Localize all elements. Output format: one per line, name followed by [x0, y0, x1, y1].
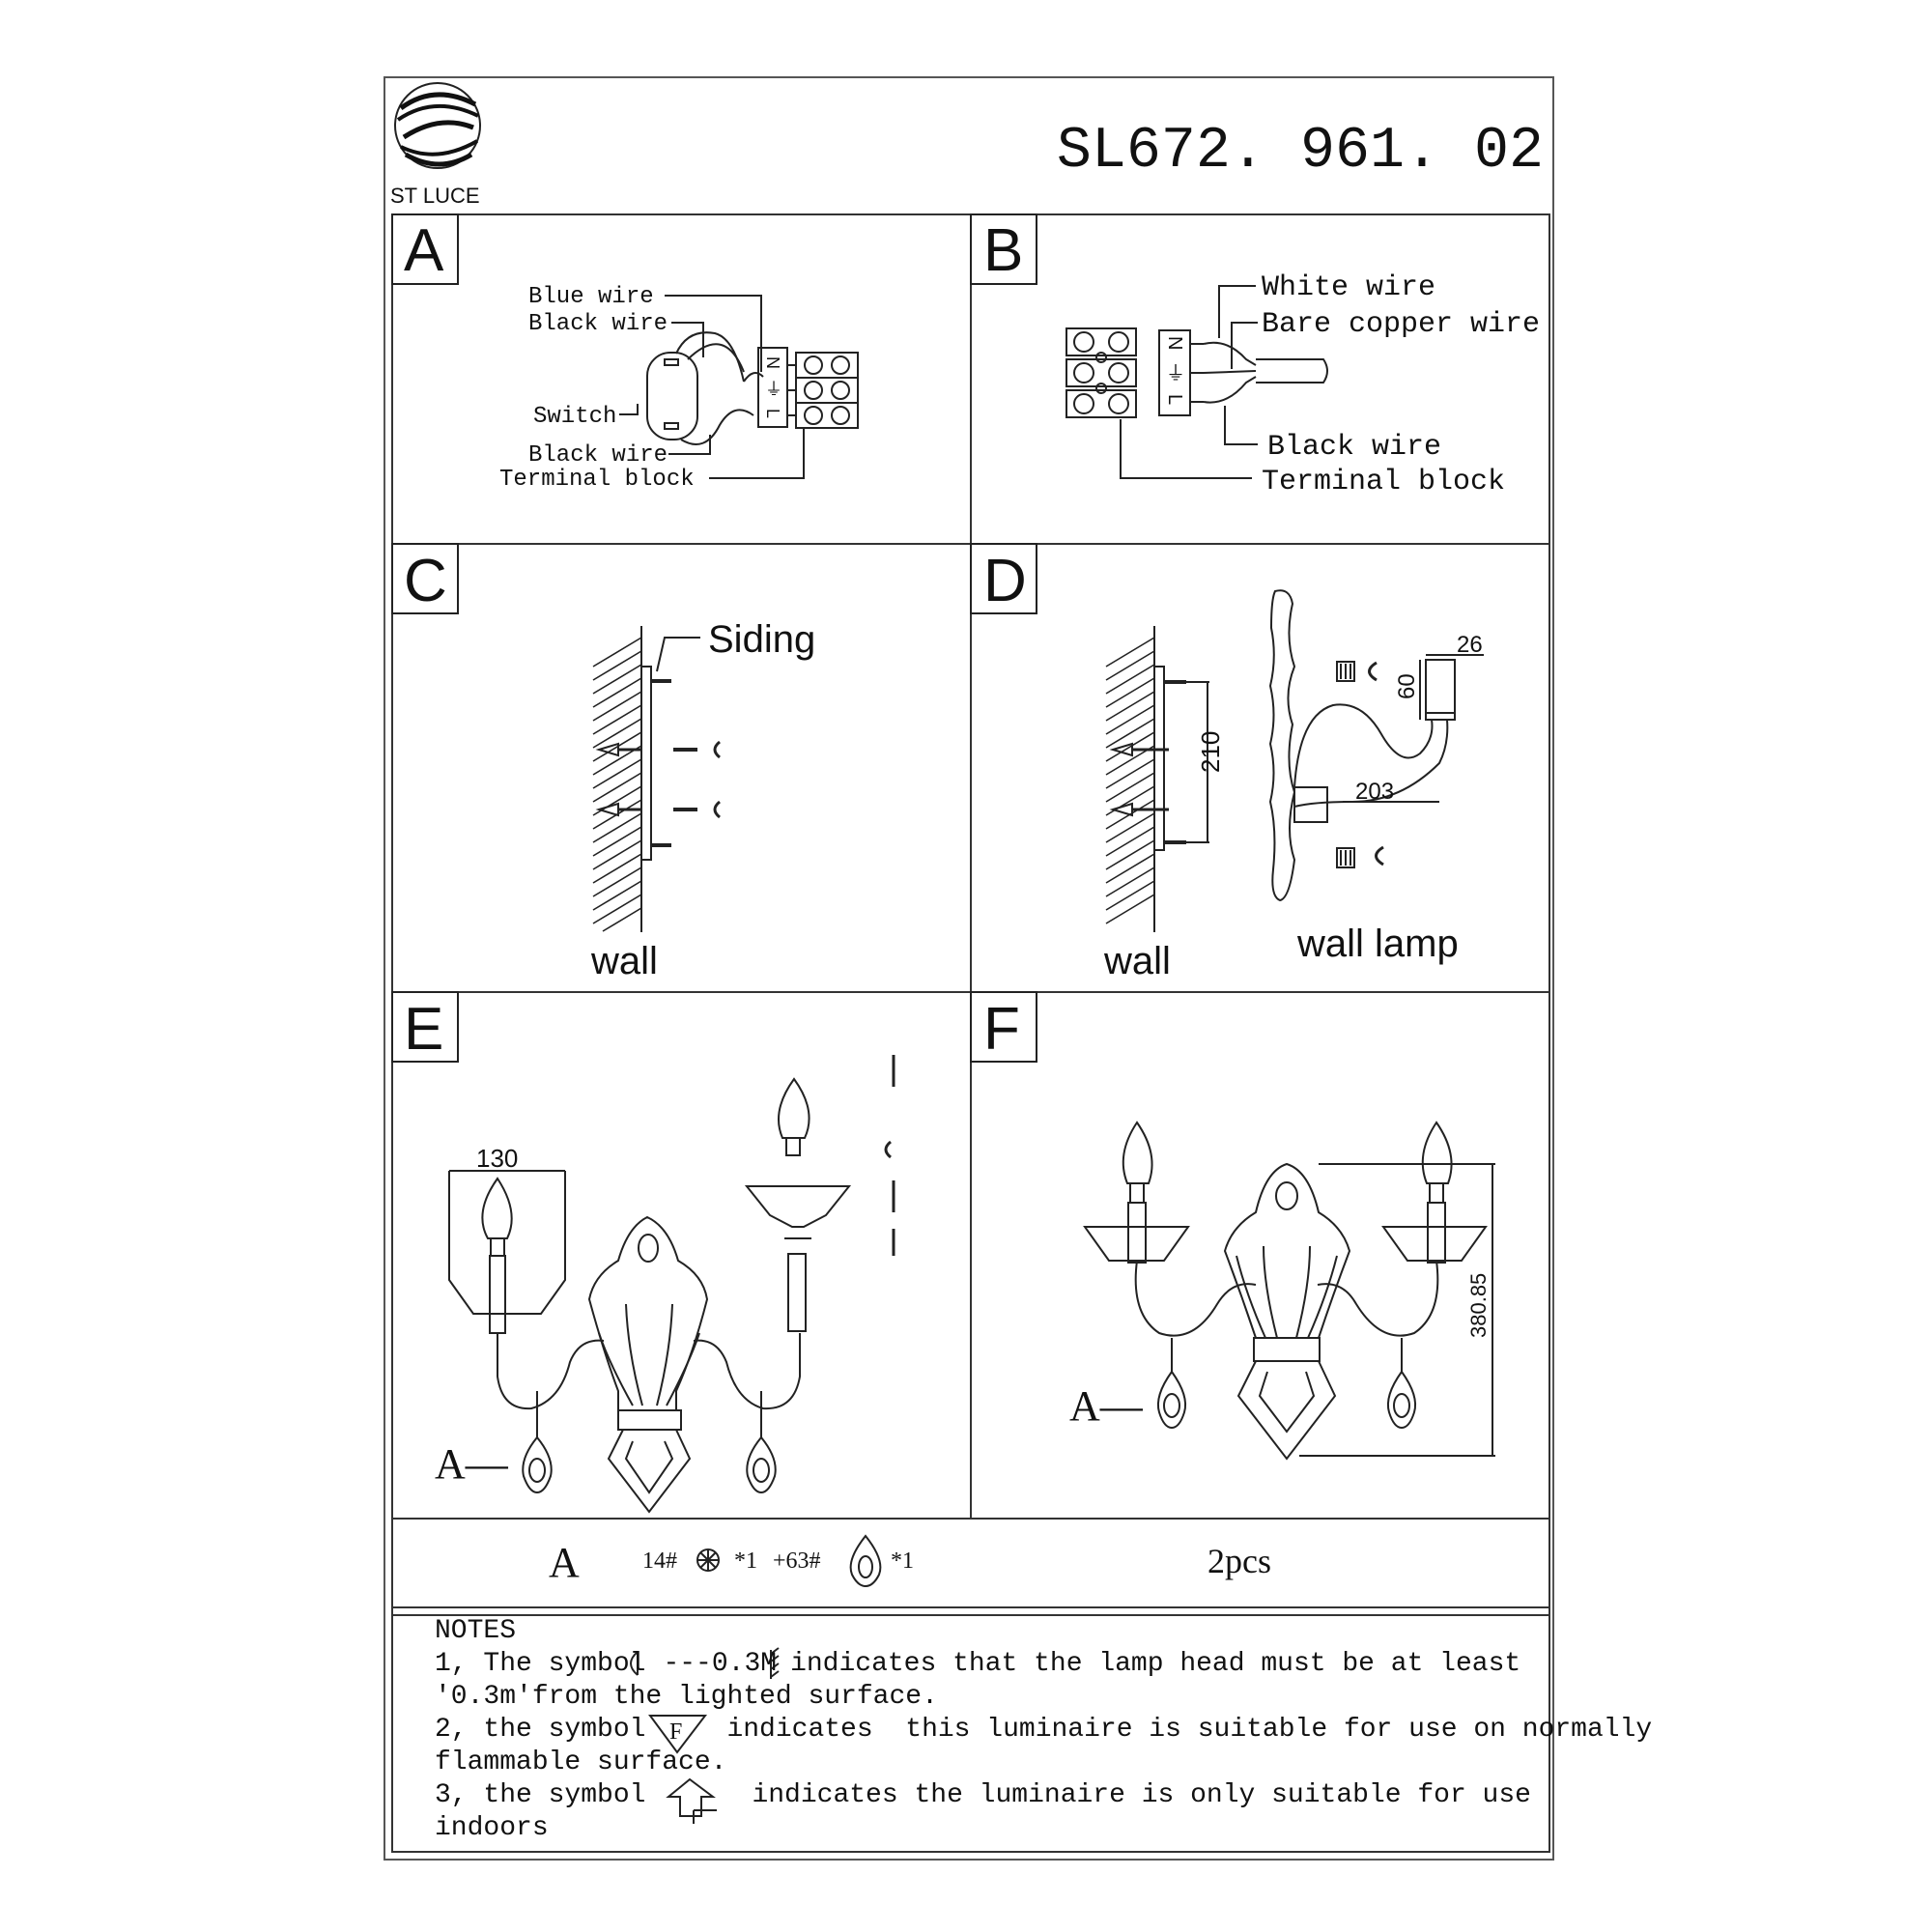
panel-letter-C: C — [391, 543, 459, 614]
panel-d-wall-diagram — [1105, 589, 1484, 932]
label-wall-c: wall — [590, 940, 658, 982]
notes-line-2: 2, the symbol indicates this luminaire is… — [435, 1714, 1652, 1747]
panel-a-terminal-marks: N ⏚ L — [763, 356, 782, 418]
parts-mult1: *1 — [734, 1548, 757, 1574]
panel-letter-B: B — [970, 213, 1037, 285]
dim-height-380-85: 380.85 — [1466, 1273, 1491, 1338]
note2-part-b: indicates this luminaire is suitable for… — [726, 1715, 1653, 1745]
panel-letter-C-text: C — [404, 548, 447, 614]
label-blue-wire: Blue wire — [528, 284, 654, 310]
panel-c-wall-diagram — [592, 626, 721, 932]
notes-line-1-cont: '0.3m'from the lighted surface. — [435, 1682, 938, 1712]
label-white-wire: White wire — [1262, 271, 1435, 304]
parts-label: A — [549, 1539, 580, 1586]
label-wall-d: wall — [1103, 940, 1171, 982]
note1-distance: ---0.3M — [663, 1649, 778, 1679]
crystal-label-e: A— — [435, 1440, 509, 1488]
notes-line-3: 3, the symbol indicates the luminaire is … — [435, 1779, 1546, 1812]
panel-b-terminal-marks: N ⏚ L — [1164, 336, 1185, 405]
panel-letter-E: E — [391, 991, 459, 1063]
brand-name: ST LUCE — [390, 184, 480, 208]
dim-arm-203: 203 — [1355, 779, 1394, 805]
indoor-use-icon — [666, 1777, 717, 1824]
label-bare-copper-wire: Bare copper wire — [1262, 308, 1540, 341]
notes-section: NOTES 1, The symbol ---0.3M indicates that… — [435, 1615, 1652, 1845]
label-terminal-block-b: Terminal block — [1262, 466, 1505, 498]
terminal-mark-earth: ⏚ — [765, 380, 782, 399]
note3-part-b: indicates the luminaire is only suitable… — [752, 1780, 1531, 1810]
panel-letter-F-text: F — [983, 996, 1020, 1063]
dim-width-130: 130 — [476, 1144, 518, 1173]
panel-letter-B-text: B — [983, 217, 1023, 284]
outer-frame — [384, 76, 1554, 1861]
st-luce-logo: ST LUCE — [390, 82, 481, 208]
switch-body — [646, 352, 698, 440]
notes-line-1: 1, The symbol ---0.3M indicates that the l… — [435, 1648, 1546, 1681]
panel-b-wiring-diagram — [1065, 285, 1328, 479]
terminal-b-mark-l: L — [1164, 394, 1185, 405]
panel-e-lamp-drawing — [448, 1055, 895, 1514]
label-terminal-block: Terminal block — [499, 467, 695, 493]
panel-b-labels: White wire Bare copper wire Black wire T… — [1262, 271, 1540, 498]
note2-part-a: 2, the symbol — [435, 1715, 646, 1745]
dim-spacing-210: 210 — [1196, 731, 1225, 773]
flammable-symbol-letter: F — [669, 1719, 682, 1745]
notes-line-2-cont: flammable surface. — [435, 1747, 727, 1777]
model-number: SL672. 961. 02 — [1057, 119, 1544, 185]
panel-f-labels: 380.85 A— — [1069, 1273, 1491, 1430]
label-switch: Switch — [533, 404, 616, 430]
terminal-mark-n: N — [763, 356, 782, 369]
label-black-wire-top: Black wire — [528, 311, 668, 337]
panel-c-labels: Siding wall — [590, 618, 815, 982]
panel-d-labels: 210 26 60 203 wall wall lamp — [1103, 632, 1483, 982]
panel-letter-D: D — [970, 543, 1037, 614]
parts-quantity: 2pcs — [1208, 1542, 1271, 1580]
terminal-b-mark-earth: ⏚ — [1166, 363, 1185, 384]
flammable-surface-icon: F — [648, 1715, 708, 1754]
dim-plate-26: 26 — [1457, 632, 1483, 658]
parts-item2: +63# — [773, 1548, 821, 1574]
crystal-drop-icon — [849, 1534, 882, 1588]
label-wall-lamp: wall lamp — [1296, 923, 1459, 965]
note1-part-c: indicates that the lamp head must be at … — [790, 1649, 1521, 1679]
label-black-wire-b: Black wire — [1267, 431, 1441, 464]
terminal-mark-l: L — [763, 409, 782, 418]
terminal-b-mark-n: N — [1164, 336, 1185, 350]
note3-part-a: 3, the symbol — [435, 1780, 646, 1810]
panel-f-lamp-drawing — [1083, 1121, 1495, 1461]
parts-item1: 14# — [642, 1548, 677, 1574]
crystal-label-f: A— — [1069, 1382, 1144, 1430]
panel-a-labels: Blue wire Black wire Switch Black wire T… — [499, 284, 695, 493]
note1-part-a: 1, The symbol — [435, 1649, 646, 1679]
distance-symbol-icon — [630, 1647, 780, 1679]
notes-line-3-cont: indoors — [435, 1813, 549, 1843]
label-black-wire-bottom: Black wire — [528, 442, 668, 469]
panel-e-labels: 130 A— — [435, 1144, 518, 1488]
parts-row: A 14# *1 +63# *1 2pcs — [549, 1534, 1271, 1588]
panel-letter-D-text: D — [983, 548, 1027, 614]
panel-letter-F: F — [970, 991, 1037, 1063]
dim-plate-60: 60 — [1394, 673, 1420, 699]
panel-letter-A: A — [391, 213, 459, 285]
notes-title: NOTES — [435, 1616, 517, 1646]
panel-letter-A-text: A — [404, 217, 444, 284]
parts-mult2: *1 — [891, 1548, 914, 1574]
bead-icon — [696, 1548, 720, 1572]
panel-letter-E-text: E — [404, 996, 443, 1063]
panel-a-wiring-diagram — [619, 295, 859, 479]
label-siding: Siding — [708, 618, 815, 661]
